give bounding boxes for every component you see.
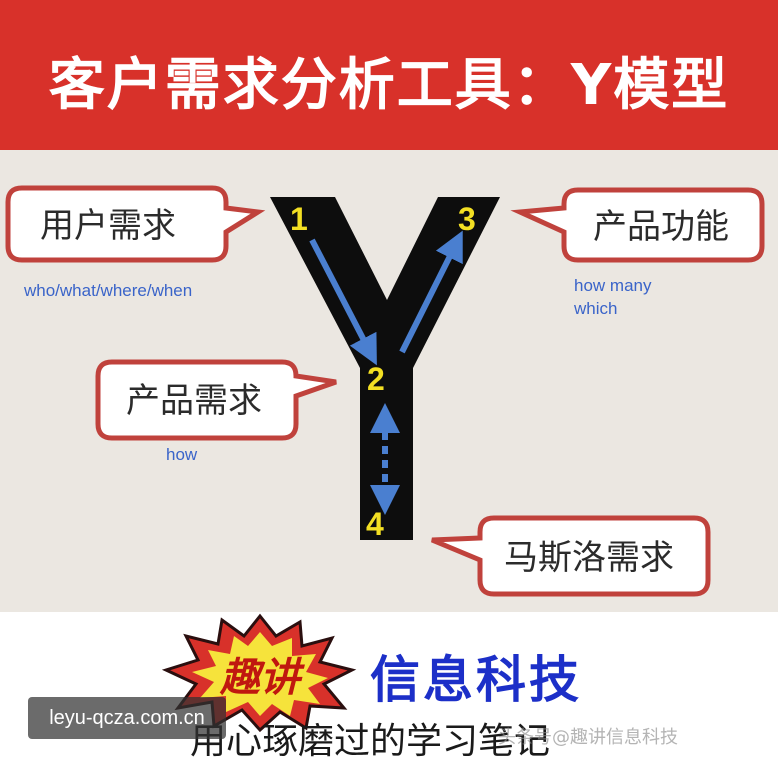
callout-user-needs: 用户需求 xyxy=(5,185,266,263)
callout-maslow-needs: 马斯洛需求 xyxy=(431,515,711,597)
brand-slogan: 用心琢磨过的学习笔记 xyxy=(190,721,551,762)
callout-label-product-features: 产品功能 xyxy=(593,207,729,247)
page-title: 客户需求分析工具：Y模型 xyxy=(48,53,730,118)
arrow-2-to-3 xyxy=(399,230,463,354)
brand-name: 信息科技 xyxy=(370,651,582,709)
source-tag: leyu-qcza.com.cn xyxy=(28,697,226,739)
step-number-1: 1 xyxy=(290,201,308,237)
watermark: 头条号@趣讲信息科技 xyxy=(498,727,678,748)
callout-label-product-needs: 产品需求 xyxy=(126,381,262,421)
step-number-2: 2 xyxy=(367,361,385,397)
y-shape xyxy=(270,197,500,540)
callout-product-features: 产品功能 xyxy=(510,187,765,263)
note-who-what: who/what/where/when xyxy=(23,281,192,300)
callout-product-needs: 产品需求 xyxy=(95,359,337,441)
callout-label-user-needs: 用户需求 xyxy=(40,206,176,246)
brand-footer xyxy=(0,612,778,765)
arrow-1-to-2 xyxy=(309,238,377,366)
header-banner: 客户需求分析工具：Y模型 xyxy=(0,0,778,150)
badge-text: 趣讲 xyxy=(219,654,305,701)
note-how-many: how many xyxy=(574,276,652,295)
callout-label-maslow-needs: 马斯洛需求 xyxy=(504,538,674,578)
note-how: how xyxy=(166,445,198,464)
step-number-4: 4 xyxy=(366,506,384,542)
y-model-diagram: 1 3 2 4 用户需求 who/what/where/when 产品功能 ho… xyxy=(5,185,765,597)
note-which: which xyxy=(573,299,617,318)
step-number-3: 3 xyxy=(458,201,476,237)
